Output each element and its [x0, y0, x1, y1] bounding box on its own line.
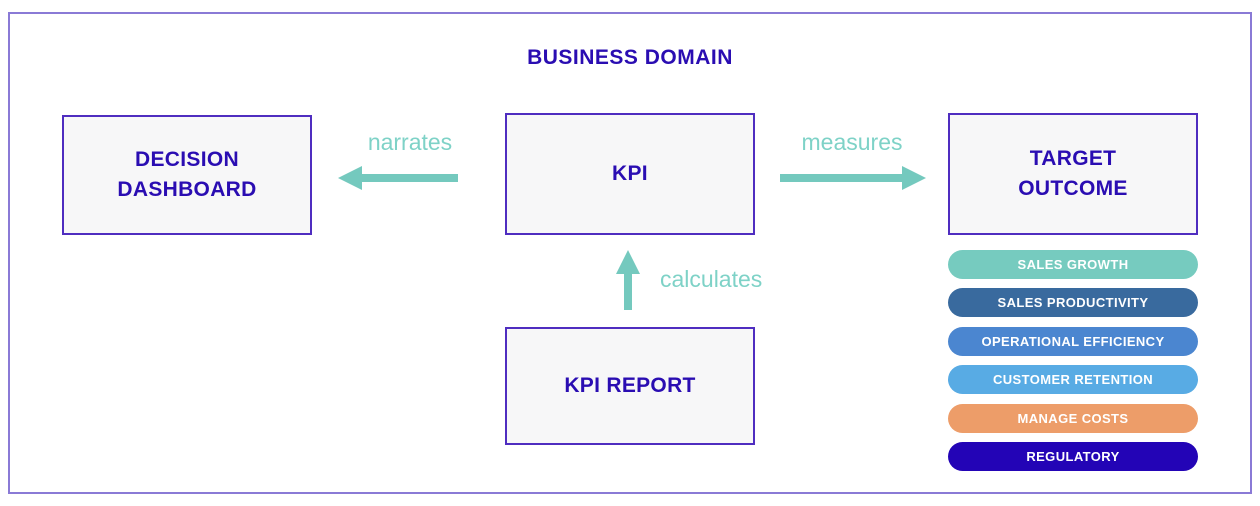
diagram-title: BUSINESS DOMAIN: [527, 46, 733, 69]
category-pill-operational-efficiency: OPERATIONAL EFFICIENCY: [948, 326, 1198, 356]
node-kpi-report-label: KPI REPORT: [564, 373, 696, 397]
domain-frame: [8, 12, 1252, 494]
node-decision-dashboard-label: DECISION DASHBOARD: [117, 147, 257, 201]
node-kpi-report: KPI REPORT: [505, 327, 755, 445]
arrow-right-icon: [780, 166, 926, 190]
node-target-outcome: TARGET OUTCOME: [948, 113, 1198, 235]
target-outcome-category-list: SALES GROWTH SALES PRODUCTIVITY OPERATIO…: [948, 250, 1198, 471]
category-pill-regulatory: REGULATORY: [948, 441, 1198, 471]
category-pill-sales-productivity: SALES PRODUCTIVITY: [948, 288, 1198, 318]
category-pill-customer-retention: CUSTOMER RETENTION: [948, 365, 1198, 395]
node-kpi-label: KPI: [612, 161, 648, 185]
arrow-up-icon: [616, 250, 640, 310]
edge-label-narrates: narrates: [367, 129, 453, 155]
edge-label-calculates: calculates: [660, 266, 763, 292]
node-kpi: KPI: [505, 113, 755, 235]
edge-label-measures: measures: [801, 129, 903, 155]
node-decision-dashboard: DECISION DASHBOARD: [62, 115, 312, 235]
category-pill-manage-costs: MANAGE COSTS: [948, 403, 1198, 433]
category-pill-sales-growth: SALES GROWTH: [948, 250, 1198, 279]
node-target-outcome-label: TARGET OUTCOME: [1018, 146, 1128, 200]
arrow-left-icon: [338, 166, 458, 190]
